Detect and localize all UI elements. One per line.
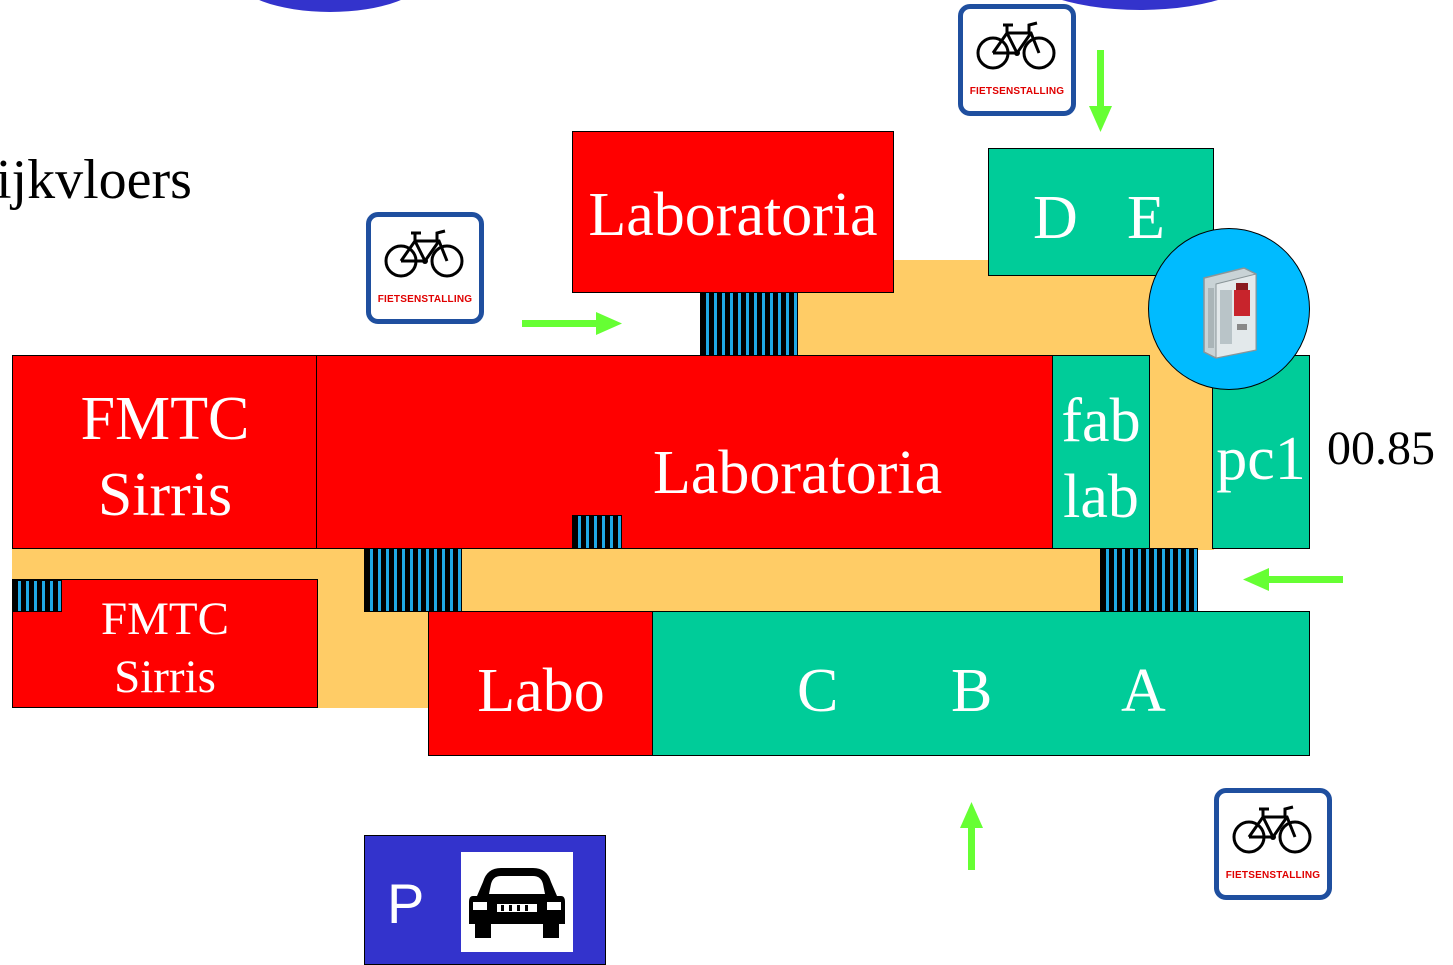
- bicycle-icon: [976, 21, 1056, 70]
- top-left-blob: [235, 0, 425, 12]
- bike-parking-sign-left: FIETSENSTALLING: [366, 212, 484, 324]
- room-laboratoria-top: Laboratoria: [572, 131, 894, 293]
- car-icon: [469, 868, 565, 938]
- room-a-label: A: [1121, 657, 1166, 725]
- bike-sign-caption: FIETSENSTALLING: [377, 294, 473, 305]
- room-b-label: B: [951, 657, 993, 725]
- parking-sign: P: [364, 835, 606, 965]
- room-d-label: D: [1033, 184, 1078, 252]
- room-e-label: E: [1127, 184, 1165, 252]
- bike-sign-caption: FIETSENSTALLING: [1225, 870, 1321, 881]
- room-labo-label: Labo: [477, 657, 605, 725]
- room-laboratoria-top-label: Laboratoria: [588, 181, 878, 249]
- floor-title: ijkvloers: [0, 149, 192, 211]
- fmtc-bottom-line2: Sirris: [114, 651, 216, 703]
- room-laboratoria-main: Laboratoria: [316, 355, 1054, 549]
- staircase-left-corridor: [364, 548, 462, 612]
- staircase-fmtc-bottom: [12, 580, 62, 612]
- room-fmtc-sirris-bottom: FMTC Sirris: [12, 579, 318, 708]
- fmtc-bottom-line1: FMTC: [101, 593, 229, 645]
- staircase-lab-small: [572, 515, 622, 549]
- car-icon-box: [461, 852, 573, 952]
- arrow-icon-up: [960, 802, 983, 870]
- bike-parking-sign-bottom-right: FIETSENSTALLING: [1214, 788, 1332, 900]
- room-fablab: fab lab: [1052, 355, 1150, 549]
- fmtc-top-line2: Sirris: [97, 461, 233, 529]
- bike-parking-sign-top-right: FIETSENSTALLING: [958, 4, 1076, 116]
- bicycle-icon: [1232, 805, 1312, 854]
- bicycle-icon: [384, 229, 464, 278]
- fmtc-top-line1: FMTC: [80, 385, 250, 453]
- room-d-e: D E: [988, 148, 1214, 276]
- staircase-top: [700, 292, 798, 356]
- room-fmtc-sirris-top: FMTC Sirris: [12, 355, 318, 549]
- room-labo: Labo: [428, 611, 654, 756]
- room-number: 00.85: [1327, 422, 1435, 475]
- fablab-line1: fab: [1061, 387, 1141, 455]
- arrow-icon-down: [1089, 50, 1112, 132]
- parking-letter: P: [387, 872, 425, 935]
- fablab-line2: lab: [1063, 463, 1139, 531]
- bike-sign-caption: FIETSENSTALLING: [969, 86, 1065, 97]
- room-laboratoria-main-label: Laboratoria: [653, 439, 943, 507]
- vending-machine-icon: [1202, 266, 1257, 359]
- arrow-icon-right: [522, 312, 622, 335]
- room-c-b-a: C B A: [652, 611, 1310, 756]
- vending-machine-marker: [1148, 228, 1310, 390]
- room-c-label: C: [797, 657, 839, 725]
- top-right-blob: [1010, 0, 1270, 10]
- room-pc1-label: pc1: [1216, 425, 1306, 493]
- staircase-right-corridor: [1100, 548, 1198, 612]
- arrow-icon-left: [1243, 568, 1343, 591]
